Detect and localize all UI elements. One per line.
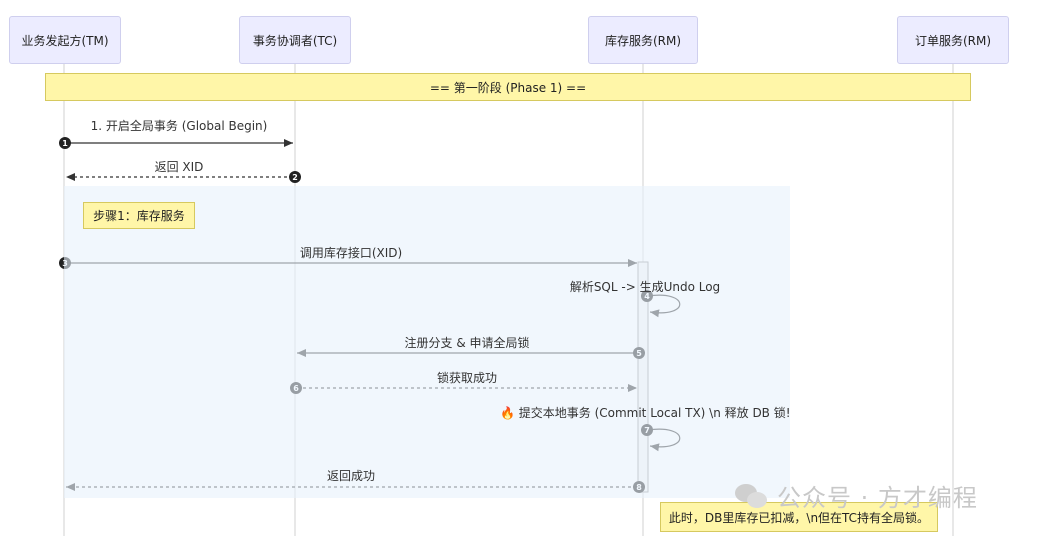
msg-label-1: 1. 开启全局事务 (Global Begin) bbox=[90, 119, 268, 133]
msg-label-4: 解析SQL -> 生成Undo Log bbox=[569, 280, 721, 294]
seq-badge-2 bbox=[289, 171, 301, 183]
msg-label-7: 🔥 提交本地事务 (Commit Local TX) \n 释放 DB 锁! bbox=[500, 406, 791, 420]
msg-label-3: 调用库存接口(XID) bbox=[299, 246, 403, 260]
msg-label-8: 返回成功 bbox=[326, 469, 375, 483]
actor-tm: 业务发起方(TM) bbox=[9, 16, 121, 64]
actor-order: 订单服务(RM) bbox=[897, 16, 1009, 64]
seq-badge-1 bbox=[59, 137, 71, 149]
msg-label-6: 锁获取成功 bbox=[436, 371, 497, 385]
phase-banner: == 第一阶段 (Phase 1) == bbox=[45, 73, 971, 101]
actor-tc: 事务协调者(TC) bbox=[239, 16, 351, 64]
seq-num-2: 2 bbox=[292, 173, 298, 182]
watermark: 公众号 · 方才编程 bbox=[735, 478, 978, 513]
actor-inventory: 库存服务(RM) bbox=[588, 16, 698, 64]
seq-num-1: 1 bbox=[62, 139, 68, 148]
step-note: 步骤1：库存服务 bbox=[83, 202, 195, 229]
watermark-text: 公众号 · 方才编程 bbox=[777, 484, 978, 512]
msg-label-2: 返回 XID bbox=[154, 160, 204, 174]
wechat-icon bbox=[735, 482, 769, 510]
bottom-note: 此时，DB里库存已扣减，\n但在TC持有全局锁。 bbox=[660, 502, 938, 532]
step-highlight-region bbox=[64, 186, 790, 498]
msg-label-5: 注册分支 & 申请全局锁 bbox=[404, 336, 530, 350]
